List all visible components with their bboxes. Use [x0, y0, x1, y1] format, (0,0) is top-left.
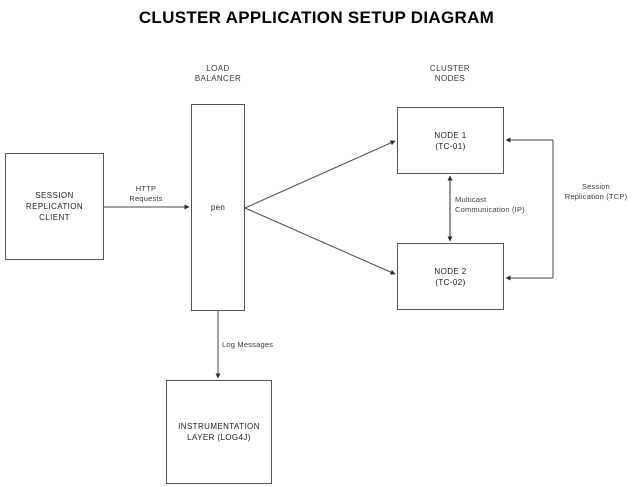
box-node-1[interactable]: NODE 1 (TC-01)	[397, 107, 504, 174]
edge-label-session-replication: Session Replication (TCP)	[564, 182, 628, 201]
edge-lb-to-node1	[244, 140, 396, 209]
box-load-balancer-pen[interactable]: pen	[191, 104, 245, 311]
page-title: CLUSTER APPLICATION SETUP DIAGRAM	[138, 8, 495, 27]
box-node-2[interactable]: NODE 2 (TC-02)	[397, 243, 504, 310]
box-instrumentation-layer-line2: LAYER (LOG4J)	[187, 433, 251, 442]
box-node-2-line2: (TC-02)	[435, 277, 466, 287]
edge-label-log-messages: Log Messages	[222, 340, 274, 349]
box-session-replication-client[interactable]: SESSION REPLICATION CLIENT	[5, 153, 104, 260]
edge-label-multicast: Multicast Communication (IP)	[455, 195, 525, 214]
box-instrumentation-layer[interactable]: INSTRUMENTATION LAYER (LOG4J)	[166, 380, 272, 484]
box-instrumentation-layer-line1: INSTRUMENTATION	[178, 422, 260, 431]
box-session-replication-client-line1: SESSION REPLICATION	[25, 191, 84, 211]
group-label-load-balancer: LOAD BALANCER	[194, 64, 242, 83]
box-node-1-line2: (TC-01)	[435, 141, 466, 151]
group-label-cluster-nodes: CLUSTER NODES	[429, 64, 471, 83]
box-load-balancer-label: pen	[210, 203, 226, 212]
edge-label-http-requests: HTTP Requests	[129, 184, 163, 203]
box-session-replication-client-line2: CLIENT	[39, 213, 70, 222]
box-node-1-line1: NODE 1	[434, 130, 467, 140]
edge-lb-to-node2	[244, 207, 396, 275]
box-node-2-line1: NODE 2	[434, 266, 467, 276]
